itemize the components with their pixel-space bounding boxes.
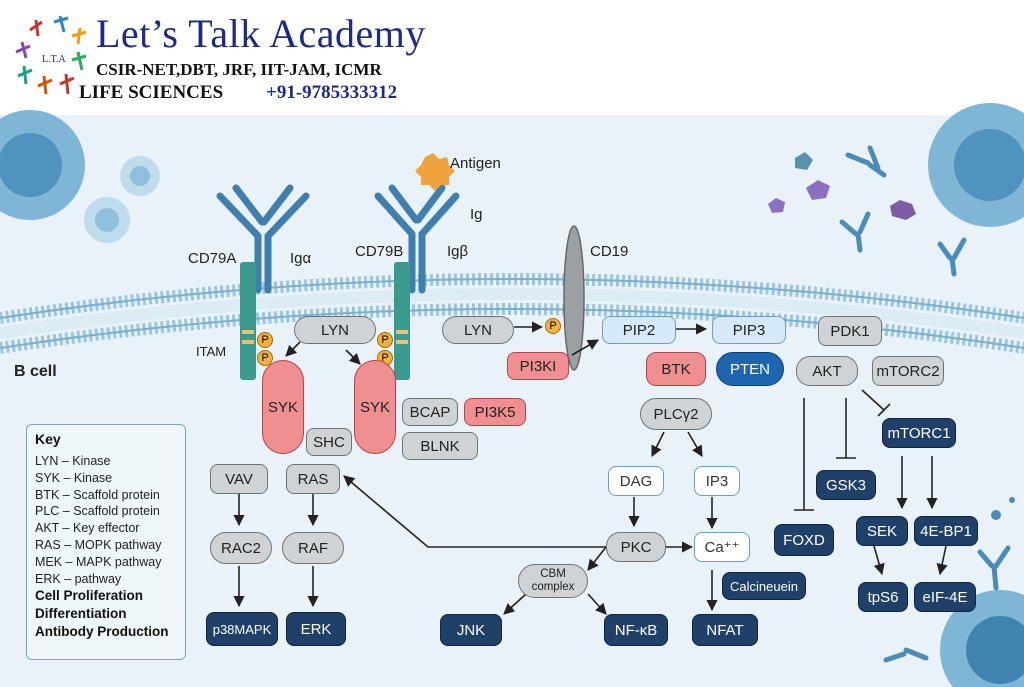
iga-label: Igα <box>290 250 312 267</box>
antibody-icon <box>977 545 1011 591</box>
eif4e-node: eIF-4E <box>914 582 976 612</box>
cbm-complex-node: CBM complex <box>518 564 588 598</box>
pip3-node: PIP3 <box>712 316 786 344</box>
foxd-node: FOXD <box>774 524 834 556</box>
vesicle-icon <box>991 510 1001 520</box>
key-title: Key <box>35 431 61 447</box>
antigen-icon <box>415 153 455 191</box>
nfat-node: NFAT <box>692 614 758 646</box>
calcium-node: Ca⁺⁺ <box>694 532 750 562</box>
antibody-icon <box>845 145 887 178</box>
page-subtitle: CSIR-NET,DBT, JRF, IIT-JAM, ICMR <box>96 60 382 79</box>
nfkb-node: NF-κB <box>604 614 668 646</box>
ras-node: RAS <box>286 464 340 494</box>
cd79b-label: CD79B <box>355 243 404 260</box>
cd79a-chain <box>240 262 256 380</box>
syk-node-1: SYK <box>262 360 304 454</box>
phosphate-badge: P <box>545 318 561 334</box>
key-item: LYN – Kinase <box>35 454 111 468</box>
jnk-node: JNK <box>440 614 502 646</box>
cell-icon <box>84 197 130 243</box>
key-item: MEK – MAPK pathway <box>35 554 162 569</box>
sek-node: SEK <box>856 516 908 546</box>
4ebp1-node: 4E-BP1 <box>914 516 978 546</box>
antigen-particle-icon <box>768 198 785 213</box>
key-outcome: Cell Proliferation <box>35 588 144 604</box>
cell-icon <box>928 103 1024 227</box>
key-item: PLC – Scaffold protein <box>35 504 160 519</box>
phosphate-badge: P <box>377 332 393 348</box>
pdk1-node: PDK1 <box>818 316 882 346</box>
cell-icon <box>0 110 85 220</box>
key-item: BTK – Scaffold protein <box>35 487 160 502</box>
antigen-particle-icon <box>890 200 916 220</box>
akt-node: AKT <box>796 356 858 386</box>
cell-icon <box>120 156 160 196</box>
page-title: Let’s Talk Academy <box>96 11 426 56</box>
cd79b-chain <box>394 262 410 380</box>
dag-node: DAG <box>608 466 664 496</box>
ig-label: Ig <box>470 206 483 223</box>
rac2-node: RAC2 <box>210 532 272 564</box>
ip3-node: IP3 <box>694 466 740 496</box>
calcineurin-node: Calcineuein <box>722 572 806 600</box>
key-item: ERK – pathway <box>35 571 122 586</box>
antibody-icon <box>937 237 967 277</box>
antibody-icon <box>883 647 929 663</box>
plcg2-node: PLCγ2 <box>640 398 712 430</box>
pi3ki-node: PI3KI <box>507 352 569 380</box>
cd19-receptor <box>563 225 585 371</box>
gsk3-node: GSK3 <box>816 470 876 500</box>
key-panel: Key LYN – Kinase SYK – Kinase BTK – Scaf… <box>26 424 186 660</box>
key-item: AKT – Key effector <box>35 521 140 536</box>
b-cell-label: B cell <box>14 363 57 380</box>
bcap-node: BCAP <box>402 398 458 426</box>
cd19-label: CD19 <box>590 243 629 260</box>
inhibition-lines <box>794 389 891 511</box>
vav-node: VAV <box>210 464 268 494</box>
btk-node: BTK <box>646 352 706 386</box>
pi3k5-node: PI3K5 <box>464 398 526 426</box>
pkc-node: PKC <box>606 532 666 562</box>
logo-text: L.T.A <box>42 54 66 65</box>
bcr-antibody-left <box>216 184 310 294</box>
tps6-node: tpS6 <box>858 582 908 612</box>
key-outcome: Differentiation <box>35 606 127 622</box>
mtorc2-node: mTORC2 <box>872 356 944 386</box>
blnk-node: BLNK <box>402 432 478 460</box>
syk-node-2: SYK <box>354 360 396 454</box>
phosphate-badge: P <box>257 350 273 366</box>
igb-label: Igβ <box>447 243 469 260</box>
logo-icon: L.T.A <box>15 15 87 95</box>
mtorc1-node: mTORC1 <box>882 418 956 448</box>
lyn-node-2: LYN <box>442 316 514 344</box>
erk-node: ERK <box>286 612 346 646</box>
pip2-node: PIP2 <box>602 316 676 344</box>
key-item: SYK – Kinase <box>35 470 113 485</box>
antibody-icon <box>839 211 871 253</box>
cd79a-label: CD79A <box>188 250 237 267</box>
antigen-particle-icon <box>795 152 813 170</box>
raf-node: RAF <box>282 532 344 564</box>
phone-number: +91-9785333312 <box>266 82 398 103</box>
bcr-antibody-right <box>374 184 460 294</box>
p38mapk-node: p38MAPK <box>206 612 278 646</box>
vesicle-icon <box>1009 497 1015 503</box>
itam-label: ITAM <box>196 344 227 359</box>
key-outcome: Antibody Production <box>35 624 169 640</box>
key-item: RAS – MOPK pathway <box>35 537 162 552</box>
lyn-node-1: LYN <box>294 316 376 344</box>
cell-icon <box>940 590 1024 687</box>
shc-node: SHC <box>306 428 352 456</box>
field-label: LIFE SCIENCES <box>79 82 224 103</box>
cbm-complex-label: CBM complex <box>531 568 575 593</box>
pathway-arrows <box>233 321 948 615</box>
antigen-label: Antigen <box>450 155 501 172</box>
pten-node: PTEN <box>716 352 784 386</box>
antigen-particle-icon <box>806 180 830 200</box>
phosphate-badge: P <box>257 332 273 348</box>
